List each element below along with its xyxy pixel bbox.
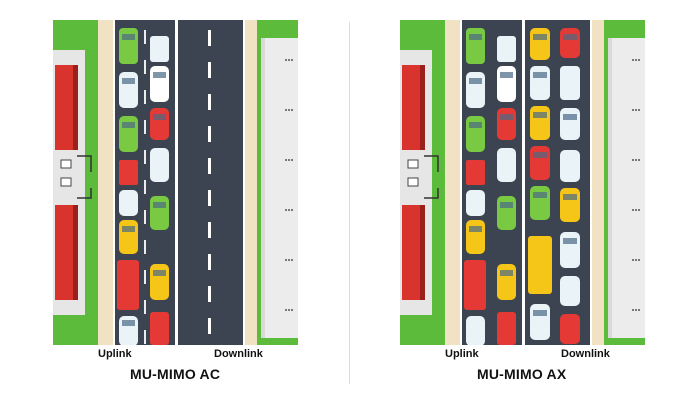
bus — [117, 260, 139, 310]
car — [119, 190, 138, 216]
car — [497, 148, 516, 182]
car — [119, 28, 138, 64]
car — [150, 196, 169, 230]
ac-unit-icon — [61, 160, 71, 168]
mu-mimo-ax-illustration — [400, 20, 645, 345]
car — [150, 66, 169, 102]
car — [497, 264, 516, 300]
mu-mimo-ac-title: MU-MIMO AC — [130, 366, 220, 382]
car — [150, 264, 169, 300]
car — [497, 196, 516, 230]
car — [497, 312, 516, 345]
car — [497, 108, 516, 140]
car — [530, 28, 550, 60]
uplink-label: Uplink — [98, 348, 132, 360]
car — [560, 28, 580, 58]
car — [119, 160, 138, 185]
car — [530, 66, 550, 100]
left-sidewalk — [98, 20, 113, 345]
car — [150, 148, 169, 182]
mu-mimo-ax-title: MU-MIMO AX — [477, 366, 566, 382]
car — [119, 116, 138, 152]
car — [150, 36, 169, 62]
bus — [464, 260, 486, 310]
panel-divider — [349, 22, 350, 384]
center-divider — [175, 20, 178, 345]
center-divider — [522, 20, 525, 345]
car — [119, 220, 138, 254]
uplink-label: Uplink — [445, 348, 479, 360]
right-sidewalk — [245, 20, 257, 345]
downlink-label: Downlink — [214, 348, 263, 360]
car — [560, 108, 580, 140]
car — [466, 116, 485, 152]
car — [530, 146, 550, 180]
car — [466, 160, 485, 185]
ac-unit-icon — [408, 160, 418, 168]
car — [466, 72, 485, 108]
car — [560, 150, 580, 182]
mu-mimo-ac-illustration — [53, 20, 298, 345]
car — [560, 188, 580, 222]
car — [530, 186, 550, 220]
car — [466, 316, 485, 345]
car — [150, 312, 169, 345]
car — [466, 28, 485, 64]
bus — [528, 236, 552, 294]
car — [560, 314, 580, 344]
car — [466, 190, 485, 216]
car — [497, 66, 516, 102]
car — [560, 66, 580, 100]
car — [150, 108, 169, 140]
car — [497, 36, 516, 62]
downlink-label: Downlink — [561, 348, 610, 360]
car — [560, 232, 580, 268]
car — [119, 72, 138, 108]
car — [466, 220, 485, 254]
car — [560, 276, 580, 306]
car — [530, 304, 550, 340]
car — [530, 106, 550, 140]
